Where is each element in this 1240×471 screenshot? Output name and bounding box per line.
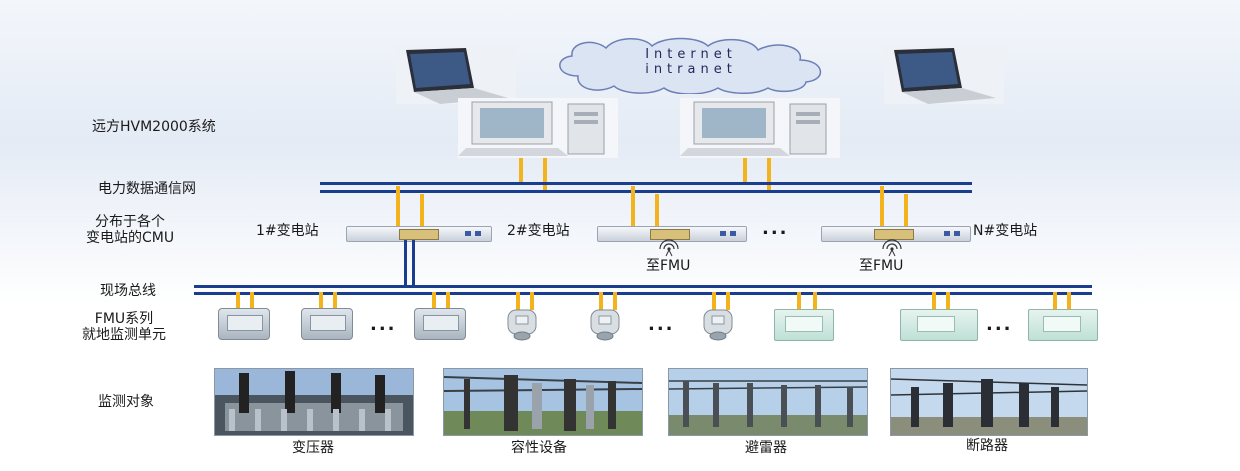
cmu-device-n — [821, 226, 971, 242]
fmu-device-3 — [414, 308, 466, 340]
link-cmu1-b — [420, 194, 424, 226]
link-cmu1-a — [396, 186, 400, 226]
label-station-n: N#变电站 — [973, 223, 1038, 239]
ellipsis-fmu-1: ... — [370, 314, 397, 335]
link-fmu3-b — [446, 292, 450, 308]
link-fmu8-a — [932, 292, 936, 310]
label-station-2: 2#变电站 — [507, 223, 570, 239]
transformer-photo — [214, 368, 414, 436]
link-fmu6-b — [726, 292, 730, 310]
label-to-fmu-2: 至FMU — [859, 258, 904, 274]
link-desktop1-b — [543, 158, 547, 190]
desktop-computer-icon-right — [680, 98, 840, 158]
ellipsis-fmu-2: ... — [648, 314, 675, 335]
label-power-network: 电力数据通信网 — [98, 181, 196, 197]
desktop-computer-icon-left — [458, 98, 618, 158]
link-cmu1-fieldbus-a — [404, 240, 407, 286]
link-fmu7-b — [813, 292, 817, 310]
link-fmu5-b — [613, 292, 617, 310]
label-to-fmu-1: 至FMU — [646, 258, 691, 274]
field-bus — [194, 285, 1092, 297]
fmu-device-4 — [507, 309, 537, 341]
fmu-device-5 — [590, 309, 620, 341]
link-fmu9-b — [1067, 292, 1071, 310]
antenna-icon-1 — [659, 239, 679, 257]
link-fmu8-b — [946, 292, 950, 310]
laptop-icon-left — [396, 44, 516, 104]
fmu-device-8 — [900, 309, 978, 341]
link-fmu4-b — [530, 292, 534, 310]
link-fmu6-a — [712, 292, 716, 310]
link-fmu5-a — [599, 292, 603, 310]
caption-circuit-breaker: 断路器 — [966, 438, 1008, 454]
link-cmu2-a — [631, 186, 635, 226]
link-fmu9-a — [1053, 292, 1057, 310]
fmu-device-9 — [1028, 309, 1098, 341]
cloud-text-internet: Internet — [645, 47, 737, 62]
link-fmu2-b — [333, 292, 337, 308]
label-fmu-series: FMU系列 就地监测单元 — [82, 311, 166, 343]
circuit-breaker-photo — [890, 368, 1088, 436]
link-cmun-b — [904, 194, 908, 226]
cloud-text-intranet: intranet — [645, 62, 737, 77]
ellipsis-fmu-3: ... — [986, 314, 1013, 335]
caption-surge-arrester: 避雷器 — [745, 440, 787, 456]
ellipsis-stations: ... — [762, 218, 789, 239]
link-fmu1-a — [236, 292, 240, 308]
caption-capacitive-equipment: 容性设备 — [511, 440, 567, 456]
link-fmu1-b — [250, 292, 254, 308]
label-monitoring-objects: 监测对象 — [98, 394, 154, 410]
link-cmu1-fieldbus-b — [412, 240, 415, 286]
surge-arrester-photo — [668, 368, 868, 436]
label-cmu-distributed: 分布于各个 变电站的CMU — [86, 214, 175, 246]
link-desktop1-a — [519, 158, 523, 183]
internet-cloud-icon — [559, 37, 822, 94]
link-fmu2-a — [319, 292, 323, 308]
label-hvm-system: 远方HVM2000系统 — [92, 119, 216, 135]
antenna-icon-2 — [882, 239, 902, 257]
link-fmu3-a — [432, 292, 436, 308]
fmu-device-2 — [301, 308, 353, 340]
link-cmu2-b — [655, 194, 659, 226]
cmu-device-1 — [346, 226, 492, 242]
capacitive-equipment-photo — [443, 368, 643, 436]
caption-transformer: 变压器 — [292, 440, 334, 456]
link-desktop2-a — [743, 158, 747, 183]
link-cmun-a — [880, 186, 884, 226]
fmu-device-6 — [703, 309, 733, 341]
power-network-bus — [320, 182, 972, 194]
label-field-bus: 现场总线 — [100, 283, 156, 299]
fmu-device-1 — [218, 308, 270, 340]
link-fmu7-a — [797, 292, 801, 310]
link-desktop2-b — [767, 158, 771, 190]
link-fmu4-a — [516, 292, 520, 310]
fmu-device-7 — [774, 309, 834, 341]
label-station-1: 1#变电站 — [256, 223, 319, 239]
laptop-icon-right — [884, 44, 1004, 104]
